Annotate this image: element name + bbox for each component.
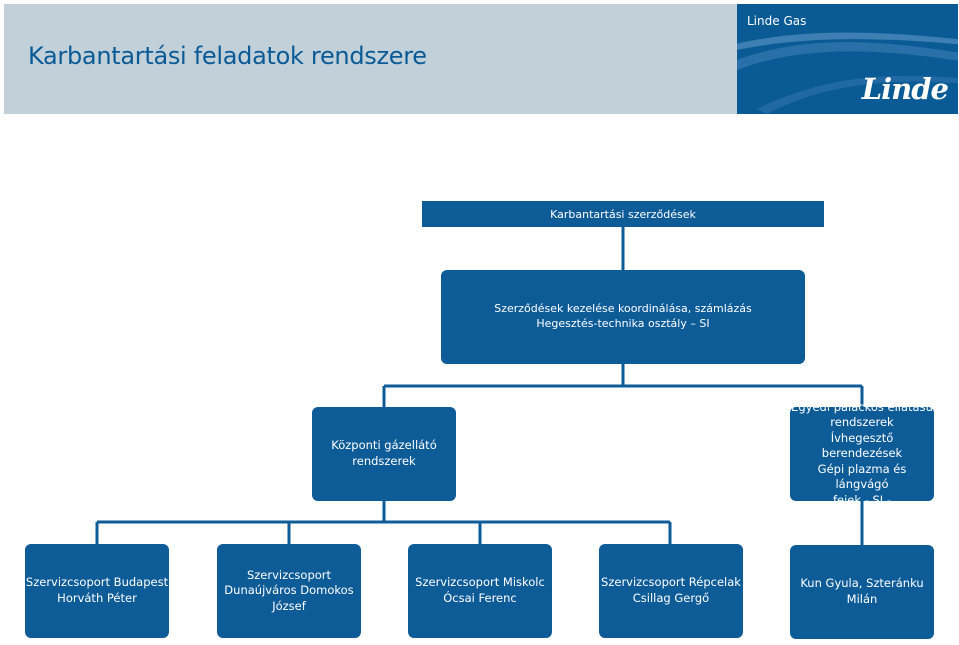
- group-line2: Horváth Péter: [57, 591, 137, 605]
- group-line2: Csillag Gergő: [632, 591, 710, 605]
- group-line3: József: [272, 598, 306, 613]
- service-group-repcelak: Szervizcsoport Répcelak Csillag Gergő: [599, 544, 743, 638]
- individual-line4: Gépi plazma és lángvágó: [817, 461, 907, 492]
- central-gas-line2: rendszerek: [352, 454, 416, 468]
- group-line1: Szervizcsoport Miskolc: [415, 575, 545, 590]
- central-gas-line1: Központi gázellátó: [331, 438, 437, 453]
- coordination-line1: Szerződések kezelése koordinálása, száml…: [494, 302, 752, 316]
- individual-cylinder-box: Egyedi palackos ellátású rendszerek Ívhe…: [790, 400, 934, 507]
- group-line2: Dunaújváros Domokos: [224, 583, 354, 598]
- individual-line1: Egyedi palackos ellátású: [791, 399, 933, 414]
- service-group-miskolc: Szervizcsoport Miskolc Ócsai Ferenc: [408, 544, 552, 638]
- group-line2: Milán: [846, 592, 878, 606]
- header-banner: Karbantartási feladatok rendszere: [4, 4, 737, 114]
- individual-line3: Ívhegesztő berendezések: [821, 430, 903, 461]
- brand-swoosh-icon: [737, 32, 958, 114]
- linde-logo: Linde: [861, 72, 949, 106]
- central-gas-box: Központi gázellátó rendszerek: [312, 407, 456, 501]
- group-line2: Ócsai Ferenc: [443, 591, 517, 605]
- service-group-kun-gyula: Kun Gyula, Szteránku Milán: [790, 545, 934, 639]
- group-line1: Szervizcsoport Budapest: [25, 575, 169, 590]
- individual-line5: fejek - SI -: [832, 492, 891, 507]
- group-line1: Szervizcsoport Répcelak: [601, 575, 741, 590]
- service-group-budapest: Szervizcsoport Budapest Horváth Péter: [25, 544, 169, 638]
- page-title: Karbantartási feladatok rendszere: [28, 42, 427, 70]
- individual-line2: rendszerek: [830, 415, 894, 430]
- contracts-header-box: Karbantartási szerződések: [422, 201, 824, 227]
- group-line1: Kun Gyula, Szteránku: [800, 576, 924, 591]
- brand-panel: Linde Gas Linde: [737, 4, 958, 114]
- coordination-box: Szerződések kezelése koordinálása, száml…: [441, 270, 805, 364]
- coordination-line2: Hegesztés-technika osztály – SI: [536, 317, 710, 330]
- brand-name: Linde Gas: [747, 14, 807, 28]
- group-line1: Szervizcsoport: [246, 567, 332, 582]
- service-group-dunaujvaros: Szervizcsoport Dunaújváros Domokos Józse…: [217, 544, 361, 638]
